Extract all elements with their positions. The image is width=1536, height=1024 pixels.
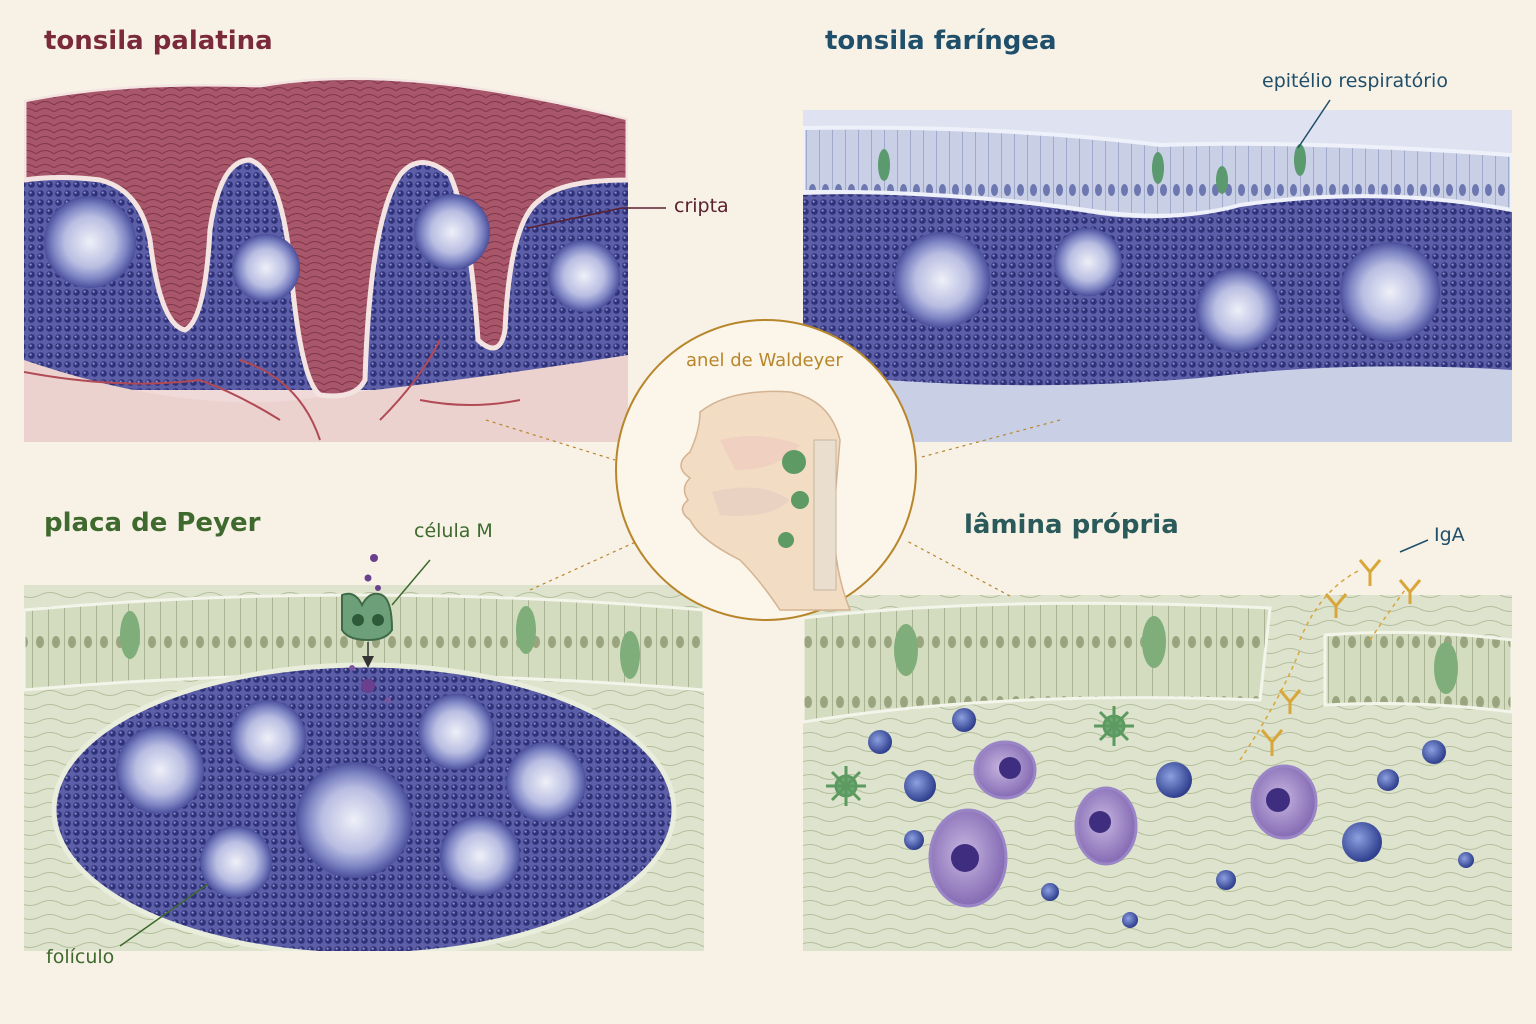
- m-cell: [341, 592, 394, 642]
- lymphocytes: [868, 708, 1474, 928]
- cervical-spine: [813, 439, 837, 591]
- palatine-connective-tissue: [24, 355, 628, 442]
- pharyngeal-tonsil-panel: [803, 110, 1512, 442]
- follicle-label: folículo: [46, 946, 115, 968]
- label-leaders: [119, 99, 1429, 947]
- palatine-tonsil-title: tonsila palatina: [44, 26, 273, 56]
- peyer-patch-title: placa de Peyer: [44, 508, 261, 538]
- connector-lines: [485, 419, 1061, 597]
- ring-palatine-tonsil: [791, 491, 809, 509]
- plasma-cells: [928, 740, 1318, 908]
- waldeyer-ring-inset: [615, 319, 917, 621]
- iga-dimers: [1260, 689, 1302, 756]
- oral-cavity: [712, 487, 790, 516]
- iga-label: IgA: [1434, 524, 1465, 546]
- m-cell-label: célula M: [414, 520, 493, 542]
- pharyngeal-tonsil-title: tonsila faríngea: [825, 26, 1057, 56]
- crypt-label: cripta: [674, 195, 729, 217]
- lamina-propria-title: lâmina própria: [964, 510, 1179, 540]
- incoming-antigens: [364, 554, 381, 591]
- dendritic-cells: [826, 706, 1134, 806]
- ring-lingual-tonsil: [778, 532, 794, 548]
- ring-pharyngeal-tonsil: [782, 450, 806, 474]
- peyer-goblet-cells: [120, 606, 640, 679]
- lamina-propria-panel: [803, 595, 1512, 951]
- peyer-follicles: [116, 694, 586, 898]
- palatine-epithelium: [24, 74, 628, 399]
- pharyngeal-stroma: [803, 363, 1512, 442]
- palatine-blood-vessels: [24, 339, 521, 441]
- waldeyer-ring-label: anel de Waldeyer: [686, 350, 843, 371]
- lamina-goblet-cells: [894, 616, 1458, 694]
- peyer-patch-panel: [24, 585, 704, 951]
- palatine-tonsil-panel: [24, 60, 628, 442]
- pharyngeal-lymphoid-tissue: [803, 194, 1512, 386]
- antigen-particles: [349, 665, 391, 703]
- respiratory-epithelium-label: epitélio respiratório: [1262, 70, 1448, 92]
- secreted-iga: [1299, 559, 1422, 641]
- pharyngeal-follicles: [894, 228, 1440, 352]
- palatine-follicles: [44, 194, 620, 312]
- nasal-cavity: [720, 436, 800, 470]
- goblet-cells: [878, 144, 1306, 194]
